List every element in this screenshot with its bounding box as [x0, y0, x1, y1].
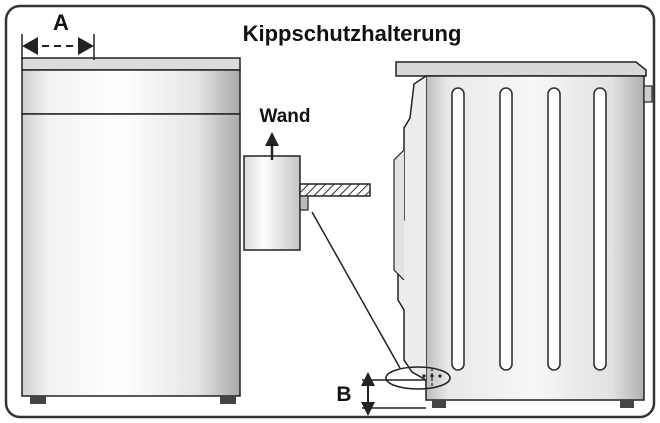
side-foot-back: [620, 400, 634, 408]
wall-block: Wand: [243, 106, 311, 251]
dimension-b: B: [336, 372, 426, 416]
diagram-title: Kippschutzhalterung: [243, 21, 462, 46]
tip-protection-bracket: [299, 183, 371, 211]
wall-label: Wand: [259, 106, 310, 127]
side-foot-front: [432, 400, 446, 408]
front-view-appliance: [21, 57, 241, 404]
dimension-a-arrow-right: [78, 37, 94, 55]
side-back-fitting: [643, 85, 653, 103]
front-cabinet: [21, 113, 241, 397]
bracket-arm: [299, 183, 371, 197]
dimension-b-arrow-down: [361, 402, 375, 416]
dimension-a-label: A: [53, 10, 69, 35]
detail-dot: [438, 374, 442, 378]
detail-leader-line: [311, 211, 401, 369]
wall-arrow-head: [265, 132, 279, 146]
bracket-hook: [299, 195, 309, 211]
side-rib: [547, 87, 561, 371]
front-top-panel: [21, 69, 241, 115]
side-top-lid: [395, 61, 647, 77]
dimension-a: A: [21, 10, 95, 60]
front-foot-right: [220, 396, 236, 404]
detail-dot: [422, 374, 426, 378]
front-top-lid: [21, 57, 241, 71]
side-view-appliance: [393, 61, 653, 408]
wall-section: [243, 155, 301, 251]
side-rib: [593, 87, 607, 371]
side-rib: [451, 87, 465, 371]
side-rib: [499, 87, 513, 371]
dimension-b-arrow-up: [361, 372, 375, 386]
foot-detail: [385, 366, 451, 390]
dimension-b-label: B: [336, 383, 351, 406]
front-foot-left: [30, 396, 46, 404]
side-door-bulge: [393, 149, 405, 281]
dimension-a-arrow-left: [22, 37, 38, 55]
detail-ellipse: [385, 366, 451, 390]
